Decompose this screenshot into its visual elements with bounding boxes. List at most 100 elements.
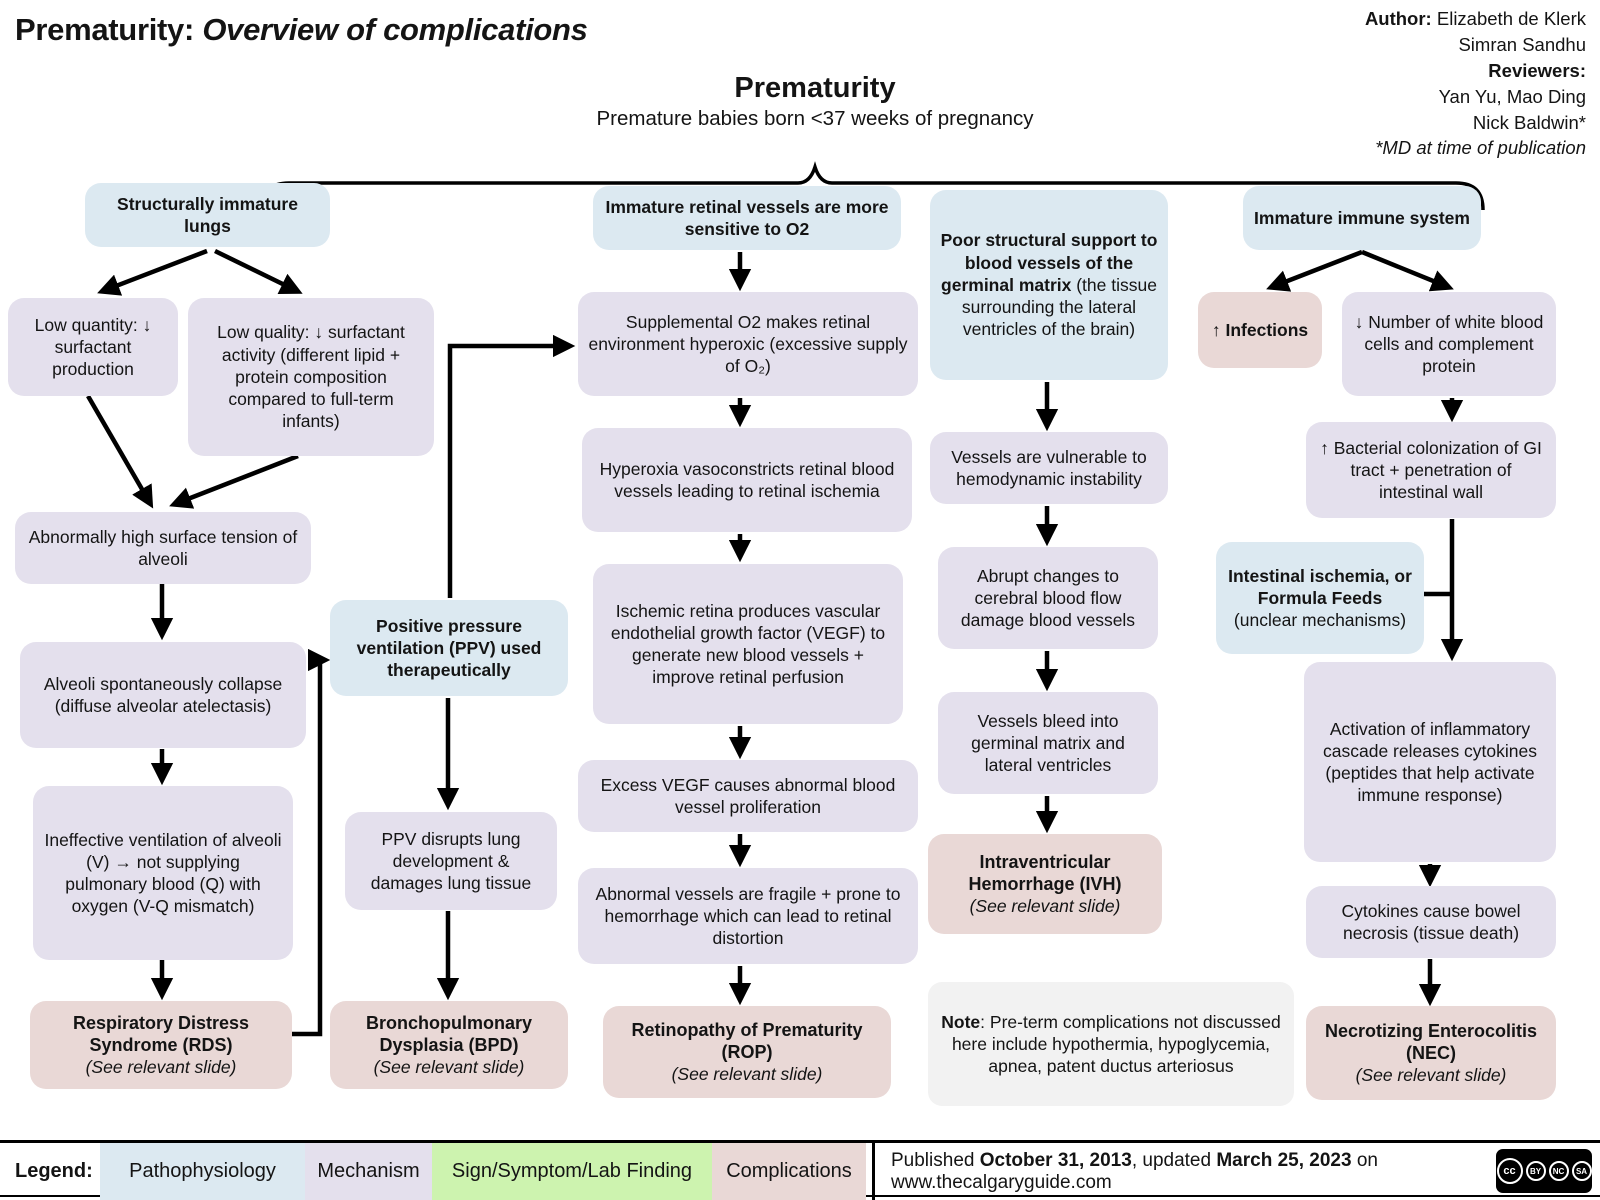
cc-license-badge: cc BY NC SA [1496, 1149, 1592, 1193]
box-text: Hyperoxia vasoconstricts retinal blood v… [599, 458, 895, 501]
box-text: Poor structural support to blood vessels… [940, 229, 1158, 340]
box-hemodynamic-instability: Vessels are vulnerable to hemodynamic in… [930, 432, 1168, 504]
box-cytokines-necrosis: Cytokines cause bowel necrosis (tissue d… [1306, 886, 1556, 958]
page-title: Prematurity: Overview of complications [15, 12, 588, 48]
box-text: ↑ Bacterial colonization of GI tract + p… [1320, 437, 1542, 503]
complication-name: Necrotizing Enterocolitis (NEC) [1324, 1020, 1538, 1064]
box-text: Abnormal vessels are fragile + prone to … [595, 883, 901, 949]
updated-label: , updated [1131, 1149, 1217, 1171]
see-relevant-slide: (See relevant slide) [1355, 1064, 1507, 1085]
published-label: Published [891, 1149, 980, 1171]
cc-nc-icon: NC [1548, 1161, 1569, 1181]
note-body: : Pre-term complications not discussed h… [951, 1011, 1281, 1077]
box-high-surface-tension: Abnormally high surface tension of alveo… [15, 512, 311, 584]
publication-info: Published October 31, 2013, updated Marc… [872, 1143, 1600, 1200]
box-germinal-matrix: Poor structural support to blood vessels… [930, 190, 1168, 380]
box-text: Excess VEGF causes abnormal blood vessel… [600, 774, 896, 817]
box-abrupt-cerebral-flow: Abrupt changes to cerebral blood flow da… [938, 547, 1158, 649]
box-hyperoxia-vasoconstriction: Hyperoxia vasoconstricts retinal blood v… [582, 428, 912, 532]
box-bacterial-colonization: ↑ Bacterial colonization of GI tract + p… [1306, 422, 1556, 518]
legend-label: Legend: [15, 1160, 93, 1182]
page-title-lead: Prematurity: [15, 12, 195, 47]
box-text: Positive pressure ventilation (PPV) used… [356, 615, 542, 681]
box-text: Abnormally high surface tension of alveo… [28, 526, 298, 569]
see-relevant-slide: (See relevant slide) [969, 895, 1121, 916]
complication-name: Retinopathy of Prematurity (ROP) [631, 1019, 863, 1063]
box-text: Immature retinal vessels are more sensit… [605, 196, 889, 239]
reviewer-2: Nick Baldwin* [1472, 111, 1586, 133]
box-bpd: Bronchopulmonary Dysplasia (BPD) (See re… [330, 1001, 568, 1089]
see-relevant-slide: (See relevant slide) [373, 1056, 525, 1077]
box-excess-vegf: Excess VEGF causes abnormal blood vessel… [578, 760, 918, 832]
legend-mechanism: Mechanism [305, 1143, 432, 1200]
page-title-rest: Overview of complications [194, 12, 588, 47]
complication-name: Bronchopulmonary Dysplasia (BPD) [365, 1012, 532, 1056]
box-text: Alveoli spontaneously collapse (diffuse … [43, 673, 283, 716]
box-infections: ↑ Infections [1198, 292, 1322, 368]
box-ppv-therapeutic: Positive pressure ventilation (PPV) used… [330, 600, 568, 696]
root-title: Prematurity [734, 72, 896, 104]
cc-by-icon: BY [1525, 1161, 1546, 1181]
box-text: PPV disrupts lung development & damages … [370, 828, 532, 894]
box-rop: Retinopathy of Prematurity (ROP) (See re… [603, 1006, 891, 1098]
box-vessels-bleed: Vessels bleed into germinal matrix and l… [938, 692, 1158, 794]
note-label: Note [941, 1011, 981, 1032]
cc-logo-icon: cc [1496, 1158, 1523, 1184]
updated-date: March 25, 2023 [1216, 1149, 1352, 1171]
box-immature-immune-system: Immature immune system [1243, 186, 1481, 250]
legend-sign-symptom: Sign/Symptom/Lab Finding [432, 1143, 712, 1200]
box-text: Supplemental O2 makes retinal environmen… [588, 311, 908, 377]
box-text: Vessels bleed into germinal matrix and l… [971, 710, 1125, 776]
author-2: Simran Sandhu [1458, 33, 1586, 55]
box-intestinal-ischemia: Intestinal ischemia, or Formula Feeds (u… [1216, 542, 1424, 654]
box-text-rest: (unclear mechanisms) [1233, 610, 1407, 631]
box-text-bold: Intestinal ischemia, or Formula Feeds [1228, 565, 1412, 608]
box-low-quality-surfactant: Low quality: ↓ surfactant activity (diff… [188, 298, 434, 456]
root-subtitle: Premature babies born <37 weeks of pregn… [596, 107, 1034, 130]
box-nec: Necrotizing Enterocolitis (NEC) (See rel… [1306, 1006, 1556, 1100]
box-ivh: Intraventricular Hemorrhage (IVH) (See r… [928, 834, 1162, 934]
author-1: Elizabeth de Klerk [1431, 8, 1586, 29]
box-vq-mismatch: Ineffective ventilation of alveoli (V) →… [33, 786, 293, 960]
box-text: Ineffective ventilation of alveoli (V) →… [44, 829, 282, 917]
box-fragile-vessels: Abnormal vessels are fragile + prone to … [578, 868, 918, 964]
footer-bar: Legend: Pathophysiology Mechanism Sign/S… [0, 1140, 1600, 1200]
reviewers-label: Reviewers: [1488, 59, 1586, 81]
box-text: Low quality: ↓ surfactant activity (diff… [217, 322, 405, 432]
note-box: Note: Pre-term complications not discuss… [928, 982, 1294, 1106]
box-rds: Respiratory Distress Syndrome (RDS) (See… [30, 1001, 292, 1089]
author-line: Author: Elizabeth de Klerk [1365, 6, 1586, 32]
box-text: Structurally immature lungs [117, 193, 298, 236]
box-text: Intestinal ischemia, or Formula Feeds (u… [1226, 565, 1414, 632]
author-label: Author: [1364, 8, 1432, 29]
see-relevant-slide: (See relevant slide) [671, 1063, 823, 1084]
note-text: Note: Pre-term complications not discuss… [938, 1011, 1284, 1078]
box-text-rest: (the tissue surrounding the lateral vent… [961, 274, 1157, 340]
box-ppv-lung-damage: PPV disrupts lung development & damages … [345, 812, 557, 910]
root-node: Prematurity Premature babies born <37 we… [465, 72, 1165, 131]
legend-complications: Complications [712, 1143, 866, 1200]
box-text-bold: Poor structural support to blood vessels… [940, 230, 1158, 295]
box-low-quantity-surfactant: Low quantity: ↓ surfactant production [8, 298, 178, 396]
see-relevant-slide: (See relevant slide) [85, 1056, 237, 1077]
box-text: Abrupt changes to cerebral blood flow da… [960, 565, 1136, 631]
credits-footnote: *MD at time of publication [1375, 137, 1586, 159]
published-date: October 31, 2013 [979, 1149, 1132, 1171]
site-url: on www.thecalgaryguide.com [891, 1149, 1378, 1193]
box-vegf-production: Ischemic retina produces vascular endoth… [593, 564, 903, 724]
legend-pathophysiology: Pathophysiology [100, 1143, 305, 1200]
box-low-wbc: ↓ Number of white blood cells and comple… [1342, 292, 1556, 396]
box-immature-retinal-vessels: Immature retinal vessels are more sensit… [593, 186, 901, 250]
box-text: Vessels are vulnerable to hemodynamic in… [951, 446, 1147, 489]
complication-name: Intraventricular Hemorrhage (IVH) [968, 851, 1122, 895]
arrows [86, 248, 1464, 1037]
complication-name: Respiratory Distress Syndrome (RDS) [72, 1012, 250, 1056]
box-supplemental-o2: Supplemental O2 makes retinal environmen… [578, 292, 918, 396]
box-text: Cytokines cause bowel necrosis (tissue d… [1341, 900, 1521, 943]
box-text: ↓ Number of white blood cells and comple… [1354, 311, 1544, 377]
published-text: Published October 31, 2013, updated Marc… [891, 1150, 1600, 1194]
box-text: Low quantity: ↓ surfactant production [34, 314, 152, 380]
box-inflammatory-cascade: Activation of inflammatory cascade relea… [1304, 662, 1556, 862]
credits-block: Author: Elizabeth de Klerk Simran Sandhu… [1365, 6, 1586, 161]
